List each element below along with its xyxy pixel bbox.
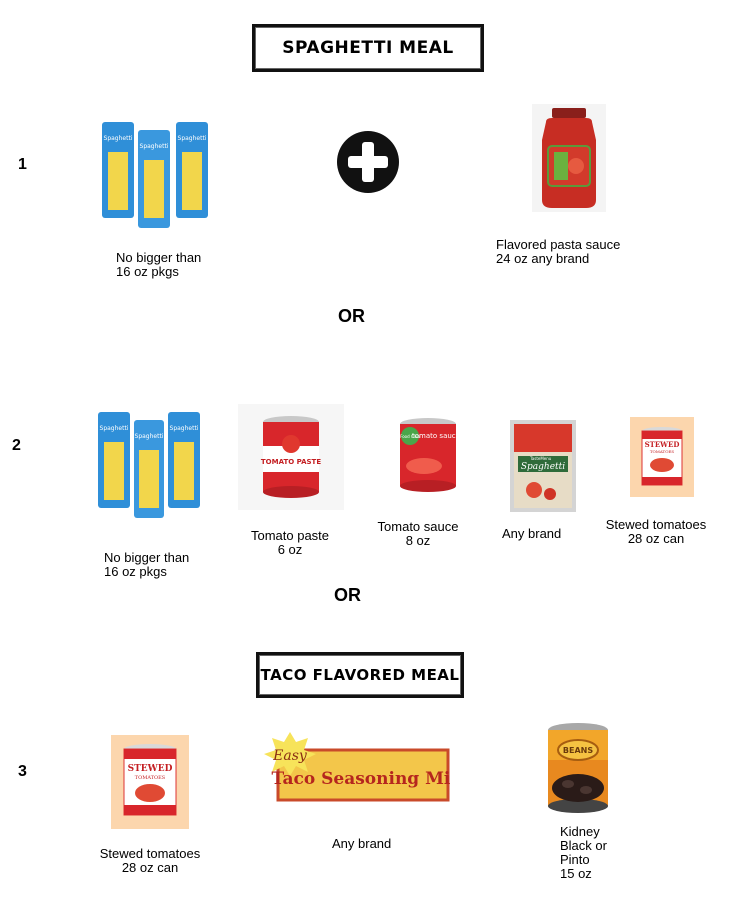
packet-label: Spaghetti: [521, 462, 565, 472]
spaghetti-box-label: Spaghetti: [100, 425, 129, 432]
tomato-sauce-can-image: Food Club tomato sauce: [400, 418, 460, 492]
row2-stewed-caption: Stewed tomatoes 28 oz can: [605, 517, 707, 546]
or-separator-1: OR: [338, 306, 365, 326]
spaghetti-box: Spaghetti: [98, 412, 130, 508]
spaghetti-packages-image: Spaghetti Spaghetti Spaghetti: [102, 122, 208, 228]
row3-beans-caption: Kidney Black or Pinto 15 oz: [560, 824, 607, 881]
beans-can-image: BEANS: [548, 723, 608, 813]
tomatoes-label: TOMATOES: [650, 449, 675, 454]
spaghetti-box-label: Spaghetti: [135, 433, 164, 440]
spaghetti-box-label: Spaghetti: [140, 143, 169, 150]
tomato-paste-label: TOMATO PASTE: [261, 458, 321, 466]
spaghetti-box-label: Spaghetti: [104, 135, 133, 142]
packet-brand: TasteMenu: [529, 456, 552, 461]
food-club-logo: Food Club: [400, 434, 420, 439]
easy-label: Easy: [272, 748, 308, 764]
tomato-sauce-label: tomato sauce: [412, 432, 460, 440]
taco-seasoning-label: Taco Seasoning Mix: [271, 769, 450, 789]
row2-spaghetti-caption: No bigger than 16 oz pkgs: [104, 550, 190, 579]
row3-stewed-caption: Stewed tomatoes 28 oz can: [99, 846, 201, 875]
spaghetti-box: Spaghetti: [138, 130, 170, 228]
row2-sauce-caption: Tomato sauce 8 oz: [377, 519, 459, 548]
row1-spaghetti-caption: No bigger than 16 oz pkgs: [116, 250, 202, 279]
taco-meal-title: TACO FLAVORED MEAL: [256, 652, 464, 698]
row2-paste-caption: Tomato paste 6 oz: [250, 528, 330, 557]
stewed-label: STEWED: [128, 764, 173, 774]
spaghetti-box: Spaghetti: [102, 122, 134, 218]
stewed-label: STEWED: [645, 440, 680, 449]
spaghetti-box: Spaghetti: [176, 122, 208, 218]
tomatoes-label: TOMATOES: [135, 775, 166, 781]
row2-packet-caption: Any brand: [502, 526, 562, 541]
spaghetti-box: Spaghetti: [134, 420, 164, 518]
row1-sauce-caption: Flavored pasta sauce 24 oz any brand: [496, 237, 621, 266]
row-number-2: 2: [12, 437, 21, 454]
spaghetti-sauce-packet-image: TasteMenu Spaghetti: [510, 420, 576, 512]
spaghetti-box-label: Spaghetti: [170, 425, 199, 432]
spaghetti-box-label: Spaghetti: [178, 135, 207, 142]
or-separator-2: OR: [334, 585, 361, 605]
beans-label: BEANS: [563, 746, 593, 755]
stewed-tomatoes-can-image: STEWED TOMATOES: [111, 735, 189, 829]
row3-seasoning-caption: Any brand: [332, 836, 392, 851]
spaghetti-meal-title: SPAGHETTI MEAL: [252, 24, 484, 72]
plus-icon: [337, 131, 399, 193]
taco-seasoning-mix-image: Easy Taco Seasoning Mix: [264, 732, 450, 802]
spaghetti-packages-image: Spaghetti Spaghetti Spaghetti: [98, 412, 200, 518]
stewed-tomatoes-can-image: STEWED TOMATOES: [630, 417, 694, 497]
row-number-3: 3: [18, 763, 27, 780]
pasta-sauce-jar-image: [532, 104, 606, 212]
spaghetti-box: Spaghetti: [168, 412, 200, 508]
row-number-1: 1: [18, 156, 27, 173]
tomato-paste-can-image: TOMATO PASTE: [238, 404, 344, 510]
